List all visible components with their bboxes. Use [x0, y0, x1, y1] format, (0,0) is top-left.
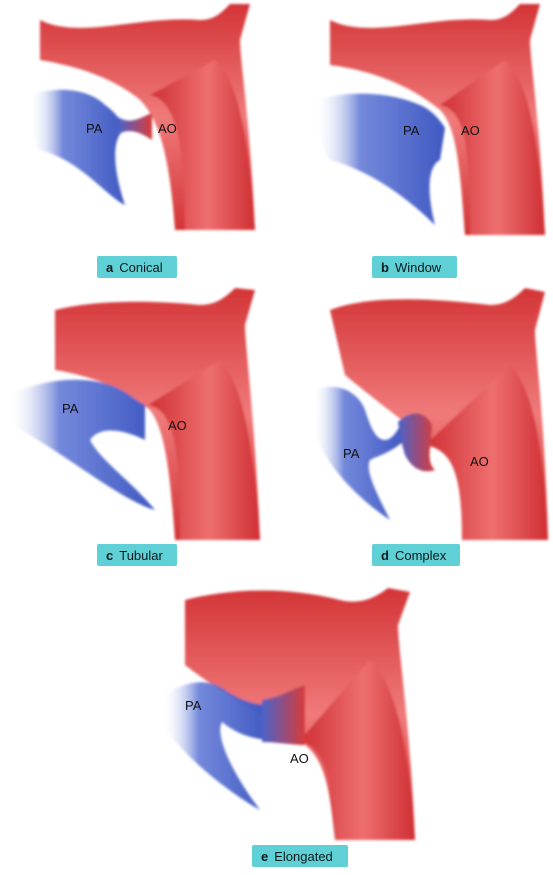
panel-e-pa-label: PA — [185, 698, 202, 713]
panel-c-pa-label: PA — [62, 401, 79, 416]
panel-b-pa-label: PA — [403, 123, 420, 138]
panel-c-caption: c Tubular — [97, 544, 177, 566]
panel-a-letter: a — [106, 259, 114, 275]
panel-b-illustration — [314, 4, 545, 235]
panel-a-caption: a Conical — [97, 256, 177, 278]
panel-e-letter: e — [261, 848, 269, 864]
panel-e-caption-text: Elongated — [274, 848, 333, 864]
panel-b-caption-text: Window — [394, 259, 442, 275]
panel-a-ao-label: AO — [158, 121, 177, 136]
panel-d-pa-label: PA — [343, 446, 360, 461]
panel-e-illustration — [161, 588, 415, 840]
panel-c-pulmonary-artery — [7, 379, 155, 510]
panel-d-caption-text: Complex — [394, 547, 447, 563]
panel-d-caption: d Complex — [372, 544, 460, 566]
panel-a-ductus — [118, 113, 152, 140]
panel-a-pa-label: PA — [86, 121, 103, 136]
panel-d-letter: d — [381, 547, 389, 563]
panel-e-pulmonary-artery — [161, 682, 268, 810]
panel-c-letter: c — [106, 547, 114, 563]
panel-d-ductus — [398, 413, 435, 472]
panel-d-ao-label: AO — [470, 454, 489, 469]
panel-d-pulmonary-artery — [311, 386, 405, 520]
panel-c-illustration — [7, 288, 260, 540]
panel-e-ao-label: AO — [290, 751, 309, 766]
panel-b-caption: b Window — [372, 256, 457, 278]
panel-b-letter: b — [381, 259, 389, 275]
panel-e-caption: e Elongated — [252, 845, 348, 867]
panel-a-pulmonary-artery — [29, 89, 125, 205]
panel-a-aorta-descending — [150, 60, 255, 230]
panel-a-illustration — [29, 4, 255, 230]
panel-e-ductus — [262, 685, 305, 745]
panel-a-caption-text: Conical — [119, 259, 163, 275]
panel-c-aorta-descending — [148, 360, 260, 540]
panel-d-illustration — [311, 288, 548, 540]
panel-c-ao-label: AO — [168, 418, 187, 433]
panel-c-caption-text: Tubular — [119, 547, 163, 563]
panel-d-aorta-descending — [425, 365, 548, 540]
panel-b-ao-label: AO — [461, 123, 480, 138]
panel-b-pulmonary-artery — [314, 93, 445, 225]
panel-e-aorta-descending — [300, 660, 415, 840]
panel-b-aorta-descending — [440, 60, 545, 235]
